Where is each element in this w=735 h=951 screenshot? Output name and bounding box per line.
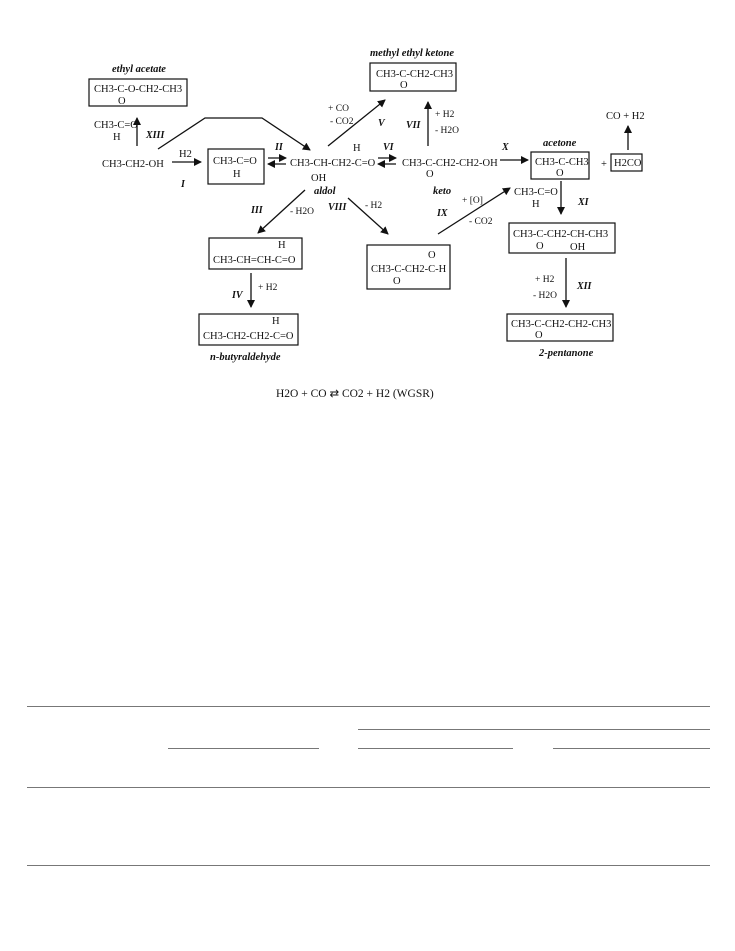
- crotonaldehyde-formula: CH3-CH=CH-C=O: [213, 255, 296, 266]
- reaction-iii: III: [250, 205, 264, 216]
- ethanol-formula: CH3-CH2-OH: [102, 159, 164, 170]
- mek-box: [369, 62, 457, 92]
- reaction-iv: IV: [231, 290, 244, 301]
- acetaldehyde-small-formula: CH3-C=O: [94, 120, 138, 131]
- table-column-rule-1: [168, 748, 319, 749]
- condition-ix-co2: - CO2: [469, 217, 493, 227]
- acetaldehyde-h: H: [233, 169, 241, 180]
- mek-label: methyl ethyl ketone: [370, 48, 454, 59]
- pentanone-box: [506, 313, 614, 342]
- hydroxy-ketone-oh: OH: [570, 242, 586, 253]
- condition-iv-h2: + H2: [258, 283, 278, 293]
- reaction-xi: XI: [577, 197, 590, 208]
- acetoacetaldehyde-box: [366, 244, 451, 290]
- table-bottom-rule: [27, 865, 710, 866]
- condition-vii-h2: + H2: [435, 110, 455, 120]
- butyraldehyde-label: n-butyraldehyde: [210, 352, 281, 363]
- pentanone-formula: CH3-C-CH2-CH2-CH3: [511, 319, 611, 330]
- butyraldehyde-box: [198, 313, 299, 346]
- reaction-vii: VII: [406, 120, 422, 131]
- wgsr-equation: H2O + CO ⇄ CO2 + H2 (WGSR): [276, 388, 434, 400]
- reaction-xiii: XIII: [145, 130, 165, 141]
- h2-label-i: H2: [179, 149, 192, 160]
- ethyl-acetate-formula: CH3-C-O-CH2-CH3: [94, 84, 182, 95]
- keto-formula: CH3-C-CH2-CH2-OH: [402, 158, 498, 169]
- crotonaldehyde-h: H: [278, 240, 286, 251]
- condition-xii-h2: + H2: [535, 275, 555, 285]
- pentanone-o: O: [535, 330, 543, 341]
- acetone-formula: CH3-C-CH3: [535, 157, 589, 168]
- hydroxy-ketone-box: [508, 222, 616, 254]
- condition-v-co: + CO: [328, 104, 349, 114]
- formaldehyde-formula: H2CO: [614, 158, 642, 169]
- reaction-ii: II: [274, 142, 284, 153]
- ethyl-acetate-o: O: [118, 96, 126, 107]
- acetoacetaldehyde-o-top: O: [428, 250, 436, 261]
- acetoacetaldehyde-formula: CH3-C-CH2-C-H: [371, 264, 447, 275]
- condition-iii-h2o: - H2O: [290, 207, 314, 217]
- table-column-rule-3: [553, 748, 710, 749]
- acetaldehyde-formula: CH3-C=O: [213, 156, 257, 167]
- condition-xii-h2o: - H2O: [533, 291, 557, 301]
- butyraldehyde-formula: CH3-CH2-CH2-C=O: [203, 331, 294, 342]
- arrow-ix: [437, 187, 511, 235]
- table-header-rule: [27, 787, 710, 788]
- reaction-xii: XII: [576, 281, 593, 292]
- acetaldehyde-right-h: H: [532, 199, 540, 210]
- acetaldehyde-box: [207, 148, 265, 185]
- reaction-viii: VIII: [328, 202, 347, 213]
- arrow-viii: [347, 197, 389, 235]
- acetone-box: [530, 151, 590, 180]
- table-column-rule-2: [358, 748, 513, 749]
- acetaldehyde-right-formula: CH3-C=O: [514, 187, 558, 198]
- co-h2: CO + H2: [606, 111, 645, 122]
- keto-o: O: [426, 169, 434, 180]
- reaction-vi: VI: [383, 142, 395, 153]
- crotonaldehyde-box: [208, 237, 303, 270]
- arrow-iii: [257, 189, 306, 234]
- table-group-rule: [358, 729, 710, 730]
- reaction-i: I: [180, 179, 186, 190]
- hydroxy-ketone-o: O: [536, 241, 544, 252]
- pentanone-label: 2-pentanone: [538, 348, 594, 359]
- table-top-rule: [27, 706, 710, 707]
- formaldehyde-box: [610, 153, 643, 172]
- aldol-oh: OH: [311, 173, 327, 184]
- hydroxy-ketone-formula: CH3-C-CH2-CH-CH3: [513, 229, 608, 240]
- condition-viii-h2: - H2: [365, 201, 382, 211]
- mek-formula: CH3-C-CH2-CH3: [376, 69, 453, 80]
- acetone-o: O: [556, 168, 564, 179]
- ethyl-acetate-box: [88, 78, 188, 107]
- arrow-ethanol-aldol: [157, 117, 311, 151]
- condition-v-co2: - CO2: [330, 117, 354, 127]
- reaction-x: X: [501, 142, 509, 153]
- arrow-v: [327, 99, 386, 147]
- acetoacetaldehyde-o-bottom: O: [393, 276, 401, 287]
- condition-ix-o: + [O]: [462, 196, 483, 206]
- aldol-label: aldol: [314, 186, 336, 197]
- reaction-scheme: ethyl acetate CH3-C-O-CH2-CH3 O CH3-C=O …: [88, 48, 645, 400]
- ethyl-acetate-label: ethyl acetate: [112, 64, 166, 75]
- reaction-ix: IX: [436, 208, 448, 219]
- acetaldehyde-small-h: H: [113, 132, 121, 143]
- plus-sign: +: [601, 159, 607, 170]
- reaction-v: V: [378, 118, 386, 129]
- aldol-formula: CH3-CH-CH2-C=O: [290, 158, 376, 169]
- condition-vii-h2o: - H2O: [435, 126, 459, 136]
- butyraldehyde-h: H: [272, 316, 280, 327]
- keto-label: keto: [433, 186, 451, 197]
- acetone-label: acetone: [543, 138, 577, 149]
- mek-o: O: [400, 80, 408, 91]
- aldol-h: H: [353, 143, 361, 154]
